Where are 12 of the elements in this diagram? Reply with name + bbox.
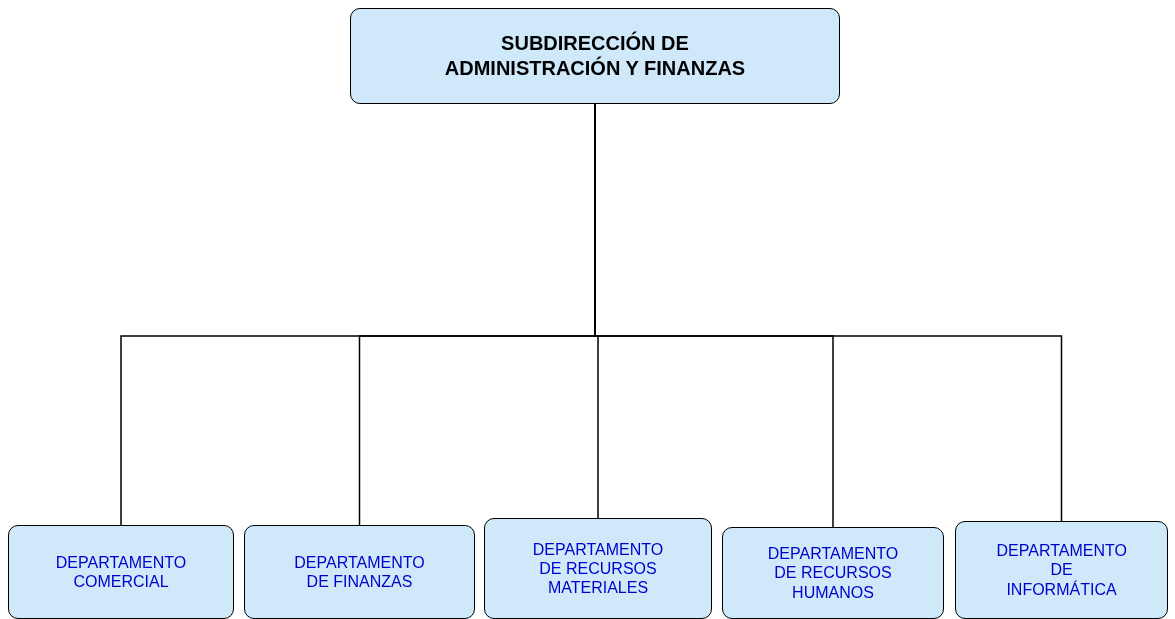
box-label: DEPARTAMENTO COMERCIAL [54, 552, 188, 592]
box-label: DEPARTAMENTO DE RECURSOS HUMANOS [766, 544, 900, 602]
department-box [955, 521, 1168, 619]
box-label: DEPARTAMENTO DE INFORMÁTICA [996, 541, 1127, 599]
box-label: DEPARTAMENTO DE RECURSOS MATERIALES [531, 539, 665, 598]
box-label: DEPARTAMENTO DE FINANZAS [293, 552, 426, 592]
department-box [244, 525, 475, 619]
department-box [722, 527, 944, 619]
department-box [8, 525, 234, 619]
box-label: SUBDIRECCIÓN DE ADMINISTRACIÓN Y FINANZAS [443, 31, 747, 81]
department-box [484, 518, 712, 619]
director-box [350, 8, 840, 104]
